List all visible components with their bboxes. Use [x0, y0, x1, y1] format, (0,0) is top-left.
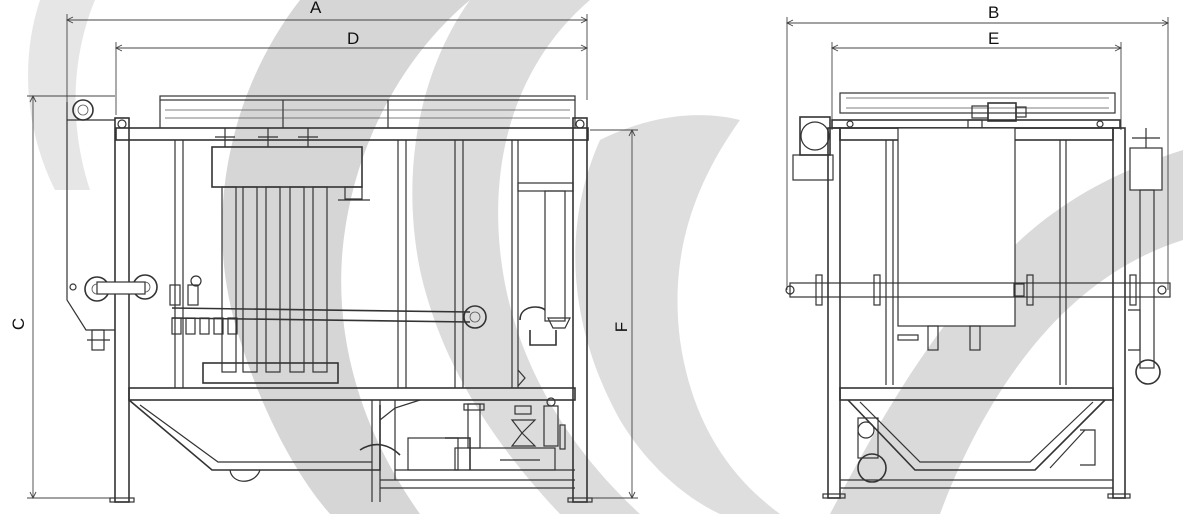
dimension-label-c: C: [9, 318, 28, 330]
dimension-label-e: E: [988, 29, 999, 48]
dimension-label-d: D: [347, 29, 359, 48]
front-view: [66, 95, 593, 503]
dimension-label-b: B: [988, 3, 999, 22]
dimension-lines: [27, 14, 1170, 500]
dimension-label-f: F: [612, 322, 631, 332]
dimension-label-a: A: [310, 0, 322, 17]
side-view: [785, 92, 1171, 499]
